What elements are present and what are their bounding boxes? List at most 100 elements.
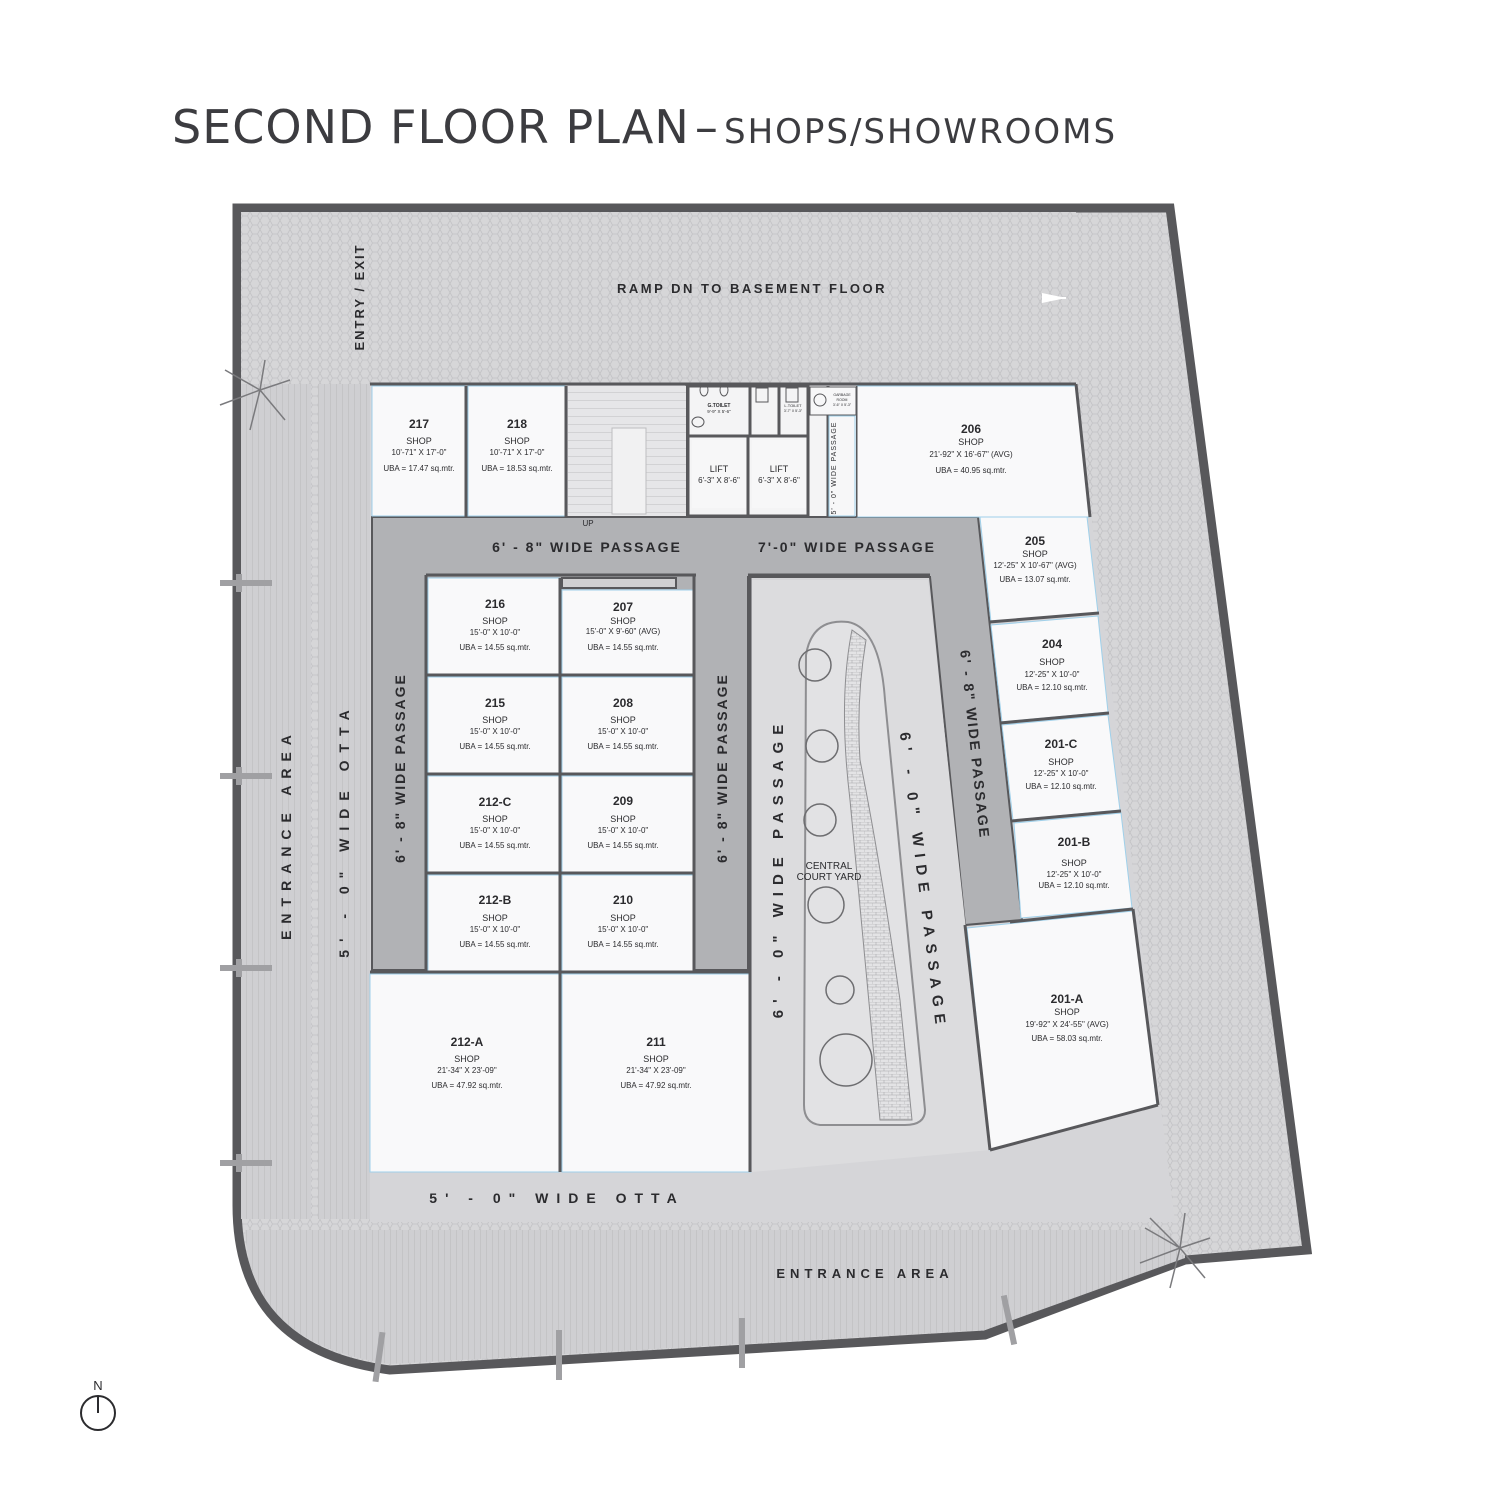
shop-number: 210 — [613, 893, 633, 907]
shop-dim: 15'-0" X 10'-0" — [470, 727, 521, 736]
shop-number: 206 — [961, 422, 981, 436]
gtoilet-label: G.TOILET — [708, 403, 731, 409]
shop-number: 216 — [485, 597, 505, 611]
shop-uba: UBA = 14.55 sq.mtr. — [587, 643, 658, 652]
shop-uba: UBA = 18.53 sq.mtr. — [481, 464, 552, 473]
shop-dim: 21'-34" X 23'-09" — [437, 1066, 497, 1075]
shop-205[interactable]: 205 SHOP 12'-25" X 10'-67" (AVG) UBA = 1… — [993, 534, 1077, 584]
passage-left-label: 6' - 8" WIDE PASSAGE — [392, 673, 408, 863]
shop-uba: UBA = 12.10 sq.mtr. — [1038, 881, 1109, 890]
shop-215[interactable]: 215 SHOP 15'-0" X 10'-0" UBA = 14.55 sq.… — [459, 696, 530, 751]
title-sub: SHOPS/SHOWROOMS — [723, 112, 1118, 152]
garbage-label-2: ROOM — [837, 398, 848, 402]
shop-217[interactable]: 217 SHOP 10'-71" X 17'-0" UBA = 17.47 sq… — [383, 417, 454, 473]
shop-212c[interactable]: 212-C SHOP 15'-0" X 10'-0" UBA = 14.55 s… — [459, 795, 530, 850]
shop-dim: 21'-34" X 23'-09" — [626, 1066, 686, 1075]
shop-type: SHOP — [482, 913, 508, 923]
shop-204-area[interactable] — [990, 615, 1109, 723]
shop-212b[interactable]: 212-B SHOP 15'-0" X 10'-0" UBA = 14.55 s… — [459, 893, 530, 949]
shop-212a[interactable]: 212-A SHOP 21'-34" X 23'-09" UBA = 47.92… — [431, 1035, 502, 1090]
shop-dim: 15'-0" X 10'-0" — [470, 826, 521, 835]
shop-201c-area[interactable] — [1001, 714, 1121, 821]
lift-1-label: LIFT — [710, 464, 729, 474]
page-title: SECOND FLOOR PLAN – SHOPS/SHOWROOMS — [172, 100, 1117, 154]
toilet-fixtures — [691, 383, 827, 428]
shop-216-area[interactable] — [427, 577, 560, 675]
passage-top-right-label: 7'-0" WIDE PASSAGE — [758, 539, 936, 555]
shop-211[interactable]: 211 SHOP 21'-34" X 23'-09" UBA = 47.92 s… — [620, 1035, 691, 1090]
passage-mid-label: 6' - 8" WIDE PASSAGE — [714, 673, 730, 863]
shop-207-area[interactable] — [561, 589, 694, 675]
shop-210[interactable]: 210 SHOP 15'-0" X 10'-0" UBA = 14.55 sq.… — [587, 893, 658, 949]
shop-number: 215 — [485, 696, 505, 710]
shop-dim: 15'-0" X 10'-0" — [598, 925, 649, 934]
lift-2-shaft[interactable] — [752, 440, 806, 508]
shop-uba: UBA = 13.07 sq.mtr. — [999, 575, 1070, 584]
shop-uba: UBA = 12.10 sq.mtr. — [1025, 782, 1096, 791]
shop-number: 201-A — [1051, 992, 1084, 1006]
shop-208-area[interactable] — [561, 676, 694, 774]
core-walls — [686, 384, 830, 518]
lift-1-dim: 6'-3" X 8'-6" — [698, 476, 740, 485]
shop-212c-area[interactable] — [427, 775, 560, 873]
shop-number: 204 — [1042, 637, 1062, 651]
shop-206[interactable]: 206 SHOP 21'-92" X 16'-67" (AVG) UBA = 4… — [929, 422, 1013, 475]
shop-type: SHOP — [643, 1054, 669, 1064]
up-label: UP — [582, 519, 593, 528]
shop-dim: 12'-25" X 10'-0" — [1025, 670, 1080, 679]
passage-top-left-label: 6' - 8" WIDE PASSAGE — [492, 539, 682, 555]
ramp-label: RAMP DN TO BASEMENT FLOOR — [617, 281, 887, 296]
otta-left-label: 5' - 0" WIDE OTTA — [336, 702, 352, 957]
ramp-arrow-head — [1042, 293, 1066, 303]
north-arrow-icon: N — [80, 1378, 116, 1431]
shop-215-area[interactable] — [427, 676, 560, 774]
shop-uba: UBA = 17.47 sq.mtr. — [383, 464, 454, 473]
shop-dim: 15'-0" X 9'-60" (AVG) — [586, 627, 661, 636]
shop-217-area[interactable] — [371, 385, 466, 517]
entry-exit-label: ENTRY / EXIT — [352, 243, 367, 350]
shop-number: 207 — [613, 600, 633, 614]
passage-court-left-label: 6' - 0" WIDE PASSAGE — [770, 718, 787, 1018]
shop-201a[interactable]: 201-A SHOP 19'-92" X 24'-55" (AVG) UBA =… — [1025, 992, 1109, 1043]
shop-216[interactable]: 216 SHOP 15'-0" X 10'-0" UBA = 14.55 sq.… — [459, 597, 530, 652]
shop-212b-area[interactable] — [427, 874, 560, 972]
shop-type: SHOP — [406, 436, 432, 446]
shop-type: SHOP — [1039, 657, 1065, 667]
shop-dim: 15'-0" X 10'-0" — [598, 826, 649, 835]
lift-1-shaft[interactable] — [692, 440, 746, 508]
shop-number: 201-B — [1058, 835, 1091, 849]
shop-218[interactable]: 218 SHOP 10'-71" X 17'-0" UBA = 18.53 sq… — [481, 417, 552, 473]
paving-right — [1076, 214, 1300, 1255]
shop-209-area[interactable] — [561, 775, 694, 873]
ramp-area — [241, 212, 1076, 384]
palm-tree-bottom-right — [1139, 1212, 1211, 1289]
shop-uba: UBA = 14.55 sq.mtr. — [587, 742, 658, 751]
north-label: N — [93, 1378, 102, 1393]
bollards-left — [220, 574, 272, 1172]
otta-bottom-label: 5' - 0" WIDE OTTA — [429, 1190, 684, 1206]
shop-211-area[interactable] — [561, 973, 752, 1173]
shop-208[interactable]: 208 SHOP 15'-0" X 10'-0" UBA = 14.55 sq.… — [587, 696, 658, 751]
shop-210-area[interactable] — [561, 874, 694, 972]
shop-201c[interactable]: 201-C SHOP 12'-25" X 10'-0" UBA = 12.10 … — [1025, 737, 1096, 791]
shop-dim: 10'-71" X 17'-0" — [392, 448, 447, 457]
shop-uba: UBA = 47.92 sq.mtr. — [620, 1081, 691, 1090]
stair-landing — [611, 427, 647, 515]
passage-5ft-label: 5' - 0" WIDE PASSAGE — [831, 422, 838, 515]
shop-212a-area[interactable] — [369, 973, 560, 1173]
title-dash: – — [694, 100, 719, 154]
otta-left — [318, 384, 370, 1219]
shop-209[interactable]: 209 SHOP 15'-0" X 10'-0" UBA = 14.55 sq.… — [587, 794, 658, 850]
shop-218-area[interactable] — [467, 385, 566, 517]
shop-201b[interactable]: 201-B SHOP 12'-25" X 10'-0" UBA = 12.10 … — [1038, 835, 1109, 890]
shop-type: SHOP — [1048, 757, 1074, 767]
shop-type: SHOP — [610, 913, 636, 923]
title-main: SECOND FLOOR PLAN — [172, 100, 690, 154]
shop-type: SHOP — [610, 715, 636, 725]
shop-type: SHOP — [958, 437, 984, 447]
shop-204[interactable]: 204 SHOP 12'-25" X 10'-0" UBA = 12.10 sq… — [1016, 637, 1087, 692]
bollards-bottom — [372, 1294, 1018, 1383]
shop-207[interactable]: 207 SHOP 15'-0" X 9'-60" (AVG) UBA = 14.… — [586, 600, 661, 652]
shop-uba: UBA = 14.55 sq.mtr. — [459, 940, 530, 949]
